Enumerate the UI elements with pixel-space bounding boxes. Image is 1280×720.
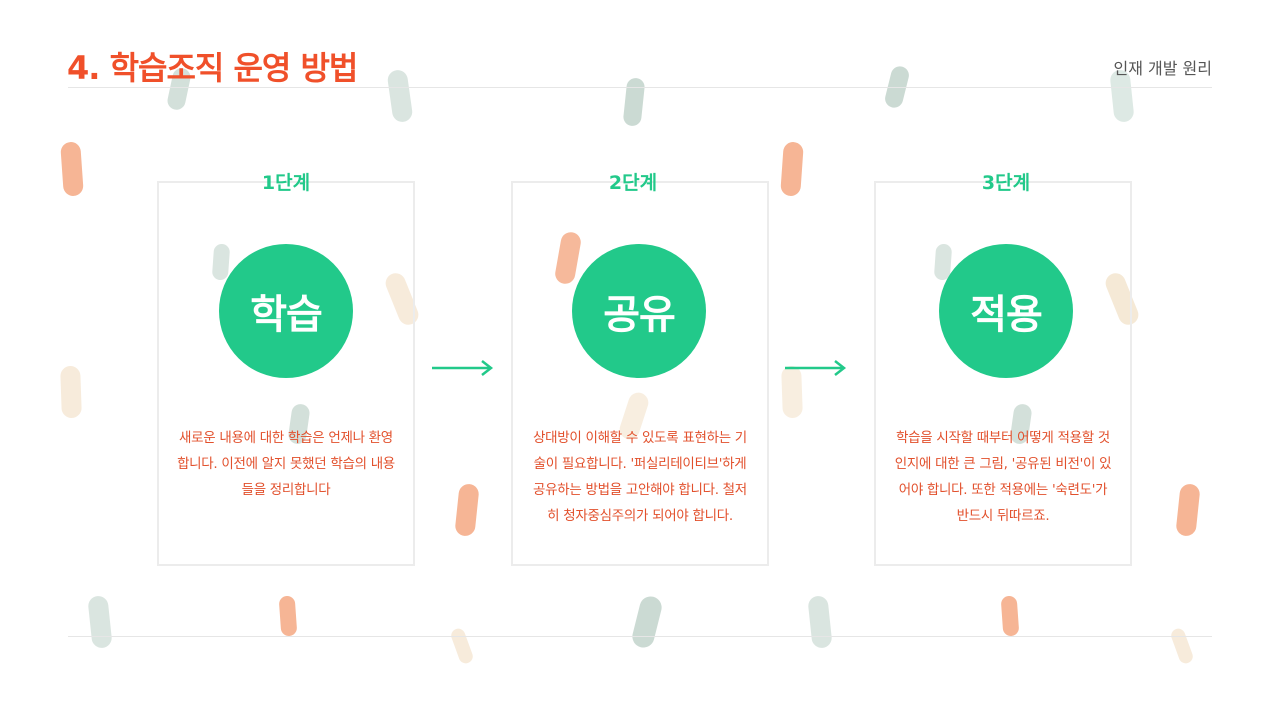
confetti-decoration — [60, 141, 84, 197]
stage-label-2: 2단계 — [608, 172, 658, 194]
arrow-right-icon — [785, 360, 847, 376]
stage-description-1: 새로운 내용에 대한 학습은 언제나 환영합니다. 이전에 알지 못했던 학습의… — [177, 430, 395, 498]
stage-label-1: 1단계 — [261, 172, 311, 194]
confetti-decoration — [60, 365, 82, 419]
stage-card-2 — [511, 181, 769, 566]
confetti-decoration — [454, 483, 480, 537]
bottom-divider — [68, 636, 1212, 637]
stage-circle-2: 공유 — [572, 244, 706, 378]
confetti-decoration — [1175, 483, 1201, 537]
stage-label-3: 3단계 — [981, 172, 1031, 194]
stage-card-1 — [157, 181, 415, 566]
stage-circle-1: 학습 — [219, 244, 353, 378]
stage-description-3: 학습을 시작할 때부터 어떻게 적용할 것인지에 대한 큰 그림, '공유된 비… — [894, 430, 1112, 524]
stage-description-2: 상대방이 이해할 수 있도록 표현하는 기술이 필요합니다. '퍼실리테이티브'… — [533, 430, 747, 524]
page-subtitle: 인재 개발 원리 — [1113, 59, 1213, 78]
stage-circle-3: 적용 — [939, 244, 1073, 378]
top-divider — [68, 87, 1212, 88]
confetti-decoration — [630, 594, 664, 650]
stage-card-3 — [874, 181, 1132, 566]
confetti-decoration — [807, 595, 833, 649]
page-title: 4. 학습조직 운영 방법 — [67, 49, 358, 87]
confetti-decoration — [1169, 626, 1195, 666]
arrow-right-icon — [432, 360, 494, 376]
confetti-decoration — [1000, 595, 1020, 637]
confetti-decoration — [386, 68, 414, 124]
confetti-decoration — [622, 77, 646, 127]
confetti-decoration — [449, 626, 475, 666]
confetti-decoration — [780, 141, 804, 197]
confetti-decoration — [278, 595, 298, 637]
confetti-decoration — [87, 595, 113, 649]
